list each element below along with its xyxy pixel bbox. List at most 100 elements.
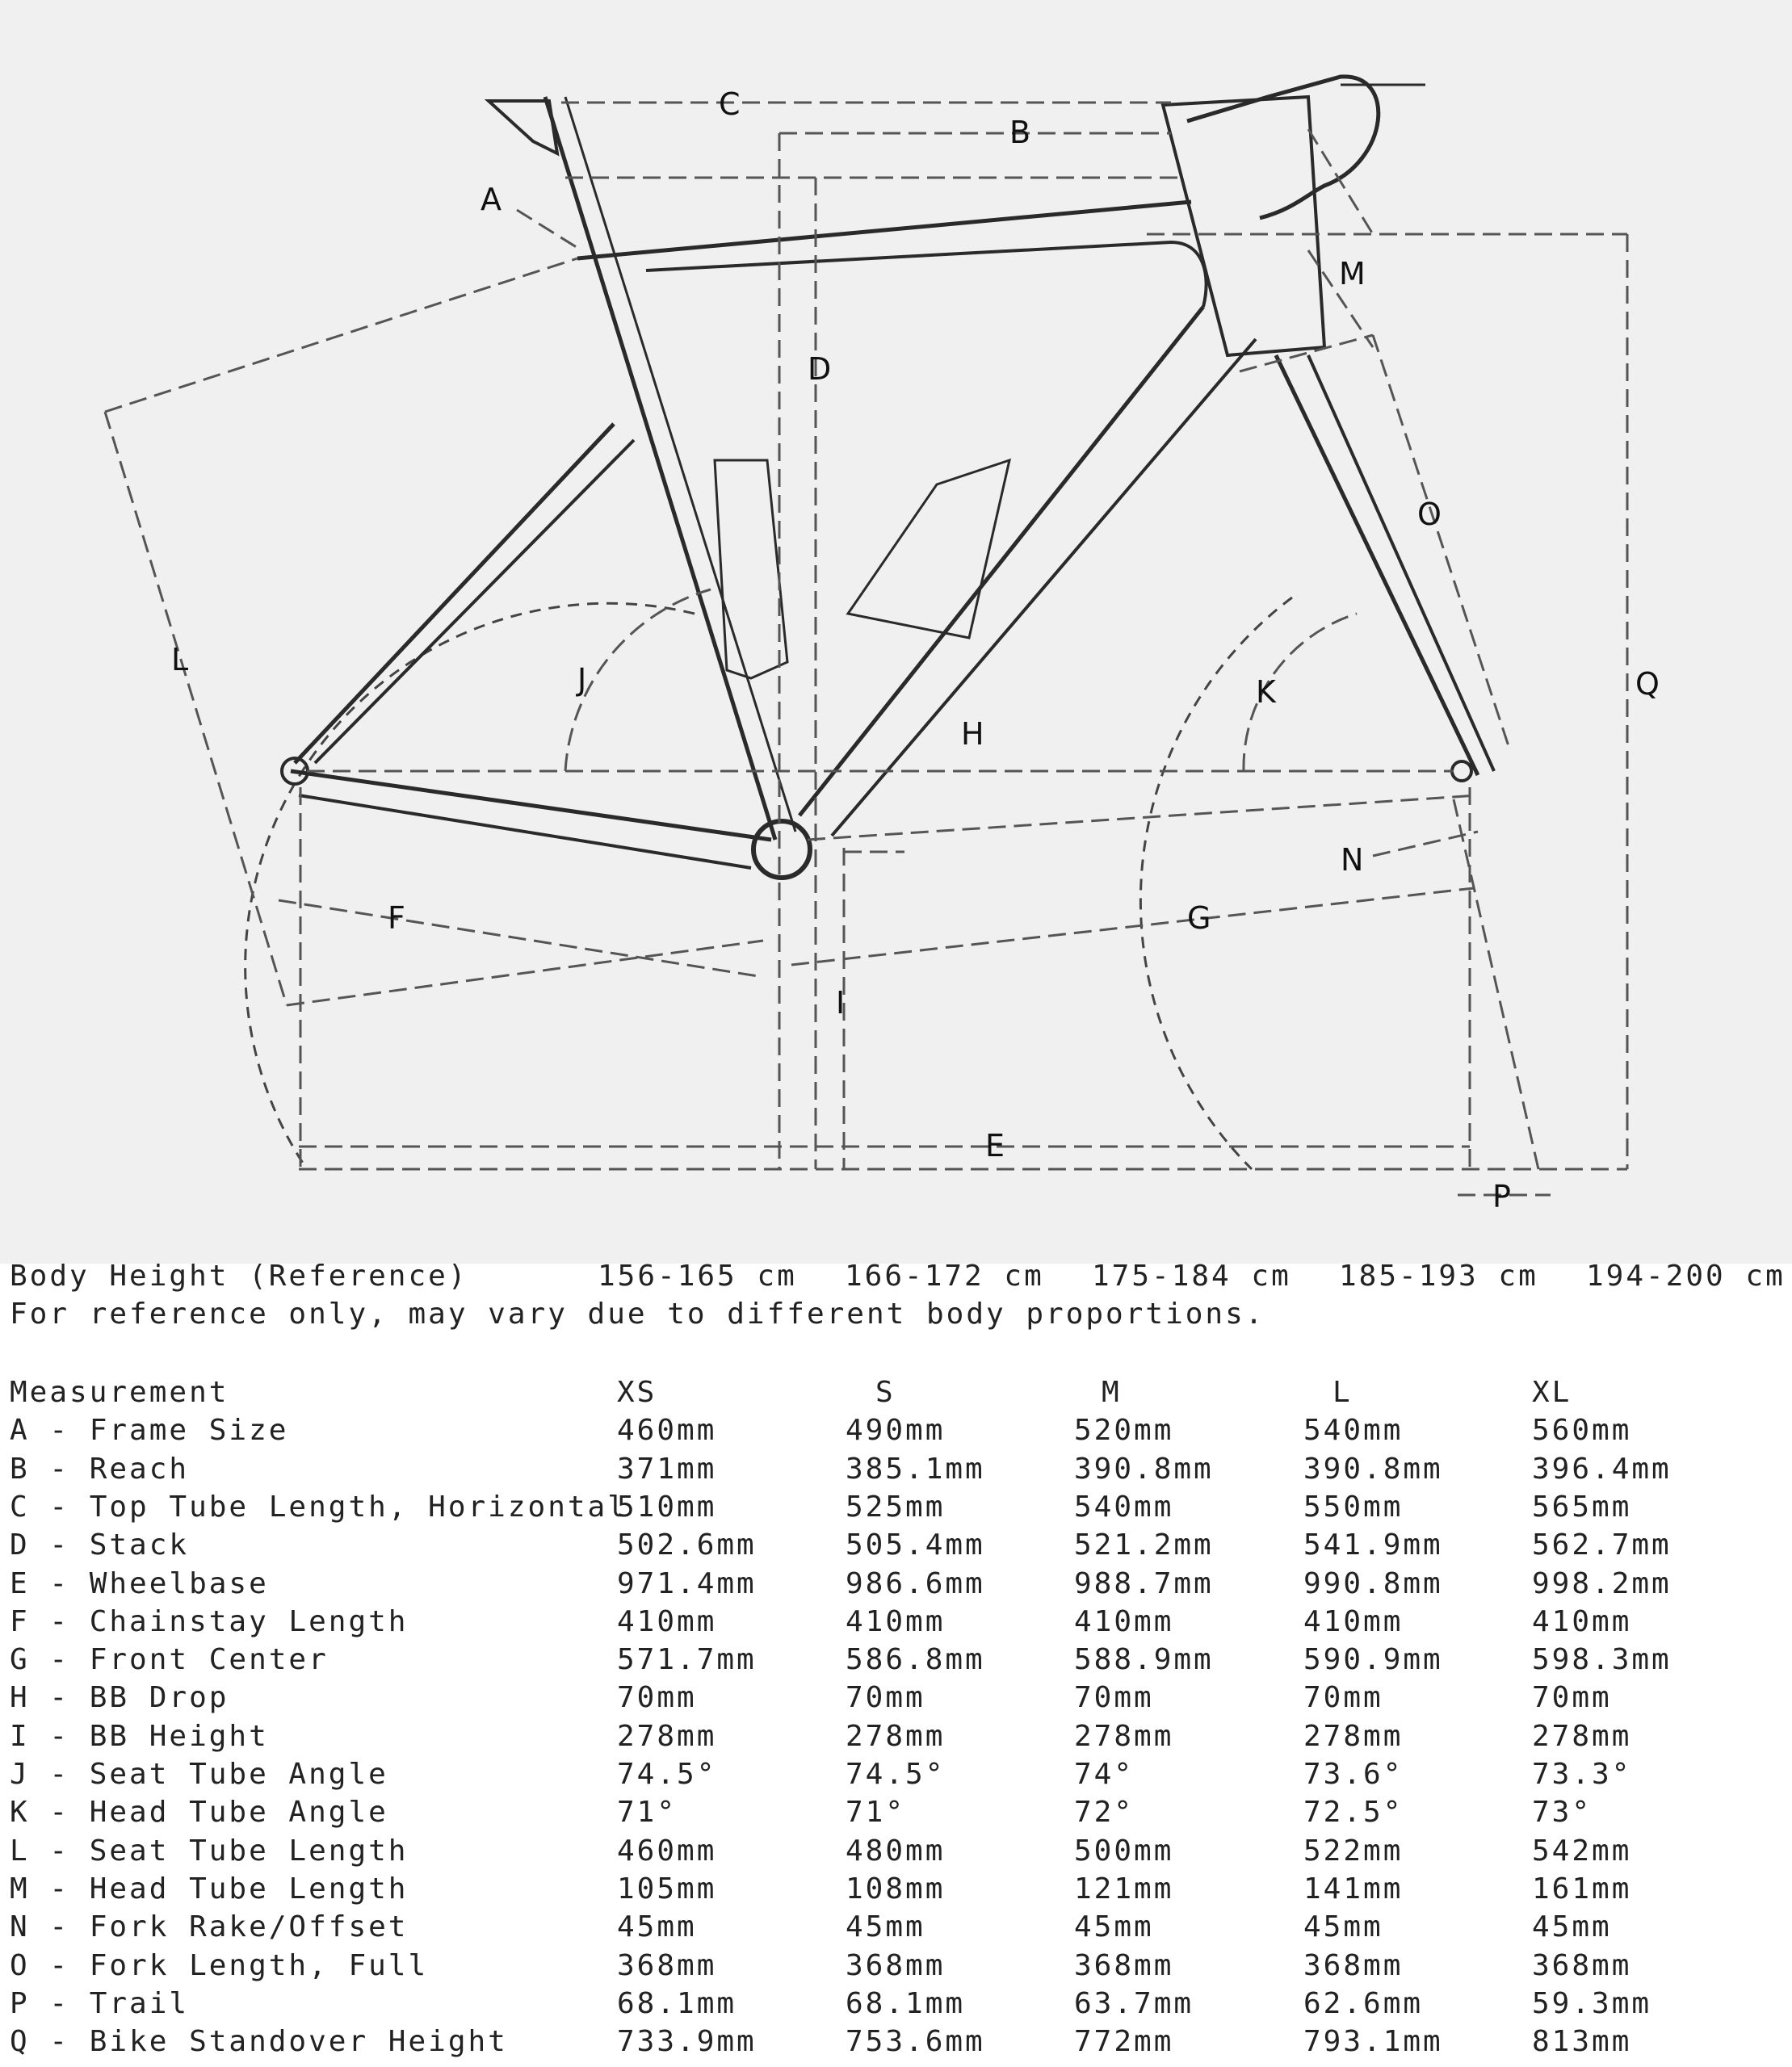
header-s: S: [875, 1376, 896, 1409]
dim-line-o: [1239, 333, 1374, 373]
dim-line-m: [1307, 249, 1374, 348]
measurement-name: C - Top Tube Length, Horizontal: [10, 1490, 627, 1524]
label-p: P: [1492, 1179, 1511, 1214]
body-height-s: 166-172 cm: [845, 1260, 1044, 1293]
value-xs: 460mm: [617, 1834, 717, 1868]
value-m: 520mm: [1074, 1414, 1174, 1448]
value-xl: 59.3mm: [1532, 1986, 1652, 2020]
value-xl: 45mm: [1532, 1910, 1612, 1944]
dim-line-g: [791, 887, 1475, 966]
angle-arc-j: [564, 588, 711, 772]
value-l: 590.9mm: [1303, 1643, 1443, 1677]
label-i: I: [836, 985, 845, 1021]
value-m: 390.8mm: [1074, 1452, 1214, 1486]
bottom-bracket: [751, 819, 812, 880]
value-l: 70mm: [1303, 1681, 1383, 1715]
head-tube: [1160, 94, 1327, 358]
measurement-name: J - Seat Tube Angle: [10, 1758, 388, 1791]
value-l: 368mm: [1303, 1948, 1404, 1982]
value-xs: 368mm: [617, 1948, 717, 1982]
value-l: 62.6mm: [1303, 1986, 1424, 2020]
value-s: 505.4mm: [846, 1528, 985, 1562]
label-f: F: [388, 900, 405, 936]
value-xl: 396.4mm: [1532, 1452, 1672, 1486]
down-tube: [798, 305, 1205, 817]
header-m: M: [1102, 1376, 1122, 1409]
value-l: 278mm: [1303, 1719, 1404, 1753]
body-height-l: 185-193 cm: [1339, 1260, 1538, 1293]
value-m: 521.2mm: [1074, 1528, 1214, 1562]
measurement-name: D - Stack: [10, 1528, 190, 1562]
value-m: 70mm: [1074, 1681, 1154, 1715]
value-xs: 74.5°: [617, 1758, 717, 1791]
value-l: 410mm: [1303, 1604, 1404, 1638]
measurement-name: G - Front Center: [10, 1643, 329, 1677]
measurement-name: E - Wheelbase: [10, 1566, 269, 1600]
measurement-name: N - Fork Rake/Offset: [10, 1910, 409, 1944]
frame-drawing: C B A D M O L J K Q H N F G I E P: [103, 74, 1660, 1214]
value-xs: 410mm: [617, 1604, 717, 1638]
measurement-name: L - Seat Tube Length: [10, 1834, 409, 1868]
value-xs: 733.9mm: [617, 2025, 757, 2059]
value-l: 793.1mm: [1303, 2025, 1443, 2059]
top-tube: [577, 199, 1192, 261]
value-s: 480mm: [846, 1834, 946, 1868]
value-l: 390.8mm: [1303, 1452, 1443, 1486]
value-l: 541.9mm: [1303, 1528, 1443, 1562]
value-l: 540mm: [1303, 1414, 1404, 1448]
measurement-name: O - Fork Length, Full: [10, 1948, 429, 1982]
reference-note: For reference only, may vary due to diff…: [10, 1298, 1265, 1331]
value-l: 550mm: [1303, 1490, 1404, 1524]
measurement-name: B - Reach: [10, 1452, 190, 1486]
value-s: 586.8mm: [846, 1643, 985, 1677]
label-c: C: [719, 86, 741, 122]
measurement-name: P - Trail: [10, 1986, 190, 2020]
label-d: D: [808, 351, 831, 387]
body-height-xs: 156-165 cm: [598, 1260, 797, 1293]
label-a: A: [481, 182, 502, 217]
label-h: H: [961, 716, 984, 752]
value-xs: 971.4mm: [617, 1566, 757, 1600]
bottle-seat-tube: [713, 459, 789, 680]
value-xs: 371mm: [617, 1452, 717, 1486]
value-m: 368mm: [1074, 1948, 1174, 1982]
value-l: 72.5°: [1303, 1796, 1404, 1830]
label-m: M: [1339, 256, 1366, 291]
value-xl: 562.7mm: [1532, 1528, 1672, 1562]
body-height-m: 175-184 cm: [1092, 1260, 1291, 1293]
measurement-name: K - Head Tube Angle: [10, 1796, 388, 1830]
value-xl: 542mm: [1532, 1834, 1632, 1868]
value-xl: 73°: [1532, 1796, 1593, 1830]
value-xl: 813mm: [1532, 2025, 1632, 2059]
value-l: 73.6°: [1303, 1758, 1404, 1791]
value-s: 410mm: [846, 1604, 946, 1638]
angle-arc-k: [1242, 612, 1358, 772]
value-s: 753.6mm: [846, 2025, 985, 2059]
value-xl: 998.2mm: [1532, 1566, 1672, 1600]
value-xl: 565mm: [1532, 1490, 1632, 1524]
value-xs: 45mm: [617, 1910, 697, 1944]
value-xl: 161mm: [1532, 1872, 1632, 1906]
chain-stay: [290, 769, 772, 842]
value-s: 71°: [846, 1796, 906, 1830]
value-s: 68.1mm: [846, 1986, 966, 2020]
rear-wheel-arc: [244, 602, 695, 1170]
value-m: 988.7mm: [1074, 1566, 1214, 1600]
value-xl: 598.3mm: [1532, 1643, 1672, 1677]
value-s: 45mm: [846, 1910, 925, 1944]
value-xs: 571.7mm: [617, 1643, 757, 1677]
label-o: O: [1417, 497, 1442, 532]
label-e: E: [985, 1128, 1005, 1163]
bottle-down-tube: [846, 458, 1012, 639]
value-s: 986.6mm: [846, 1566, 985, 1600]
value-xl: 410mm: [1532, 1604, 1632, 1638]
measurement-name: F - Chainstay Length: [10, 1604, 409, 1638]
value-m: 500mm: [1074, 1834, 1174, 1868]
measurement-name: H - BB Drop: [10, 1681, 229, 1715]
steering-axis: [1452, 799, 1540, 1170]
value-m: 63.7mm: [1074, 1986, 1194, 2020]
value-xs: 460mm: [617, 1414, 717, 1448]
dim-line-f: [278, 899, 764, 979]
value-s: 385.1mm: [846, 1452, 985, 1486]
value-xl: 368mm: [1532, 1948, 1632, 1982]
